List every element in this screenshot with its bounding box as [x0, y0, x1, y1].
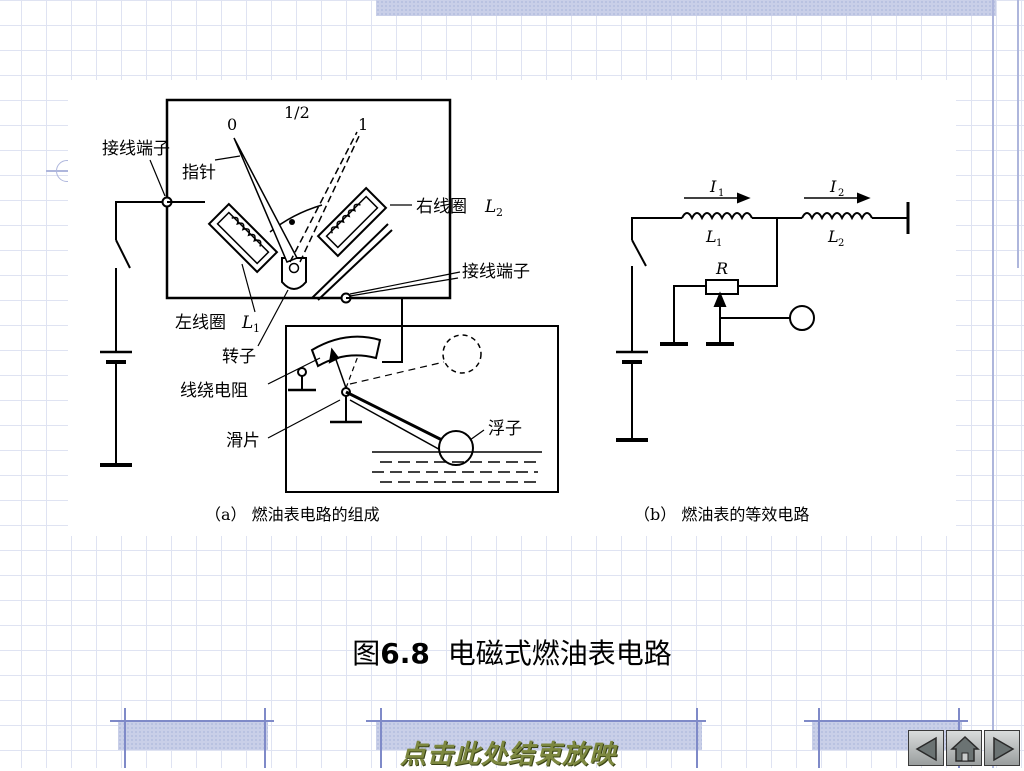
pointer-dashed-2 — [299, 133, 361, 263]
figure-title: 图6.8 电磁式燃油表电路 — [0, 632, 1024, 672]
label-terminal-left: 接线端子 — [102, 139, 170, 159]
left-wire — [115, 201, 167, 240]
top-decor-band — [376, 0, 996, 16]
bottom-band-1 — [118, 722, 268, 750]
float-b — [789, 305, 815, 331]
label-i1-sub: 1 — [718, 188, 724, 199]
float-dashed — [442, 334, 482, 374]
end-show-link[interactable]: 点击此处结束放映 — [400, 740, 617, 770]
coil-l2 — [801, 212, 873, 221]
pointer-dashed-1 — [289, 131, 358, 263]
next-arrow-icon — [993, 736, 1015, 762]
bottom-band-2 — [376, 722, 702, 750]
label-l2-sub: 2 — [838, 238, 844, 249]
label-float: 浮子 — [488, 419, 522, 439]
resistor-r — [705, 279, 739, 295]
label-l1-sub: 1 — [716, 238, 722, 249]
label-i1: I — [709, 177, 717, 196]
label-i2-sub: 2 — [838, 188, 844, 199]
label-left-coil-sub: 1 — [253, 322, 260, 335]
float-arm — [345, 390, 447, 444]
coil-l1 — [681, 212, 753, 221]
figure-title-text: 电磁式燃油表电路 — [447, 637, 672, 670]
left-coil — [207, 202, 279, 274]
frame-line — [124, 708, 126, 768]
frame-line — [110, 720, 274, 722]
prev-button[interactable] — [908, 730, 944, 766]
gauge-box — [165, 98, 452, 300]
label-rotor: 转子 — [222, 347, 256, 367]
label-right-coil-sym: L — [484, 197, 496, 217]
right-decor-line — [992, 0, 994, 768]
label-right-coil-sub: 2 — [496, 206, 503, 219]
label-pointer: 指针 — [182, 163, 216, 183]
frame-line — [818, 708, 820, 768]
scale-half: 1/2 — [284, 103, 310, 122]
caption-b: （b） 燃油表的等效电路 — [634, 505, 809, 524]
frame-line — [264, 708, 266, 768]
scale-0: 0 — [227, 115, 237, 134]
frame-line — [696, 708, 698, 768]
frame-line — [804, 720, 968, 722]
home-button[interactable] — [946, 730, 982, 766]
caption-a: （a） 燃油表电路的组成 — [205, 505, 380, 524]
rotor — [281, 257, 307, 290]
right-decor-line-2 — [1017, 0, 1019, 268]
home-icon — [950, 735, 980, 762]
pointer-solid — [233, 137, 299, 263]
figure-title-prefix: 图 — [352, 637, 381, 670]
label-terminal-right: 接线端子 — [462, 262, 530, 282]
label-left-coil-sym: L — [241, 313, 253, 333]
label-wire-resistor: 线绕电阻 — [180, 381, 248, 401]
figure-title-number: 6.8 — [380, 637, 430, 670]
scale-1: 1 — [358, 115, 368, 134]
next-button[interactable] — [984, 730, 1020, 766]
right-coil — [316, 186, 388, 258]
label-slider: 滑片 — [226, 431, 260, 451]
frame-line — [366, 720, 706, 722]
wire-resistor — [310, 335, 382, 368]
label-l2: L — [827, 227, 839, 246]
label-r: R — [715, 259, 728, 278]
tank-box — [285, 325, 559, 493]
label-i2: I — [829, 177, 837, 196]
eq-circuit-top-wire — [631, 217, 682, 240]
prev-arrow-icon — [915, 736, 937, 762]
label-right-coil: 右线圈 — [416, 197, 467, 217]
label-left-coil: 左线圈 — [175, 313, 226, 333]
float — [438, 430, 474, 466]
label-l1: L — [705, 227, 717, 246]
frame-line — [380, 708, 382, 768]
